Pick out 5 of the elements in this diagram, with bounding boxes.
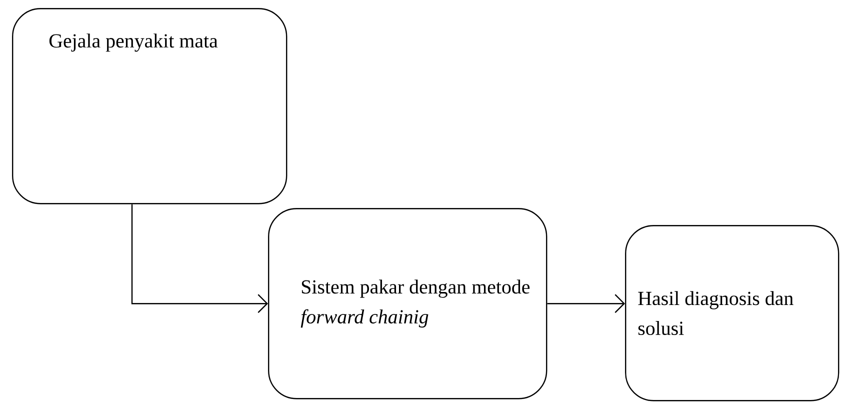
process-box: Sistem pakar dengan metode forward chainig: [268, 208, 548, 400]
arrow: [131, 204, 268, 314]
process-box: Hasil diagnosis dan solusi: [625, 225, 840, 402]
arrow: [547, 294, 625, 314]
process-box: Gejala penyakit mata: [12, 8, 288, 204]
